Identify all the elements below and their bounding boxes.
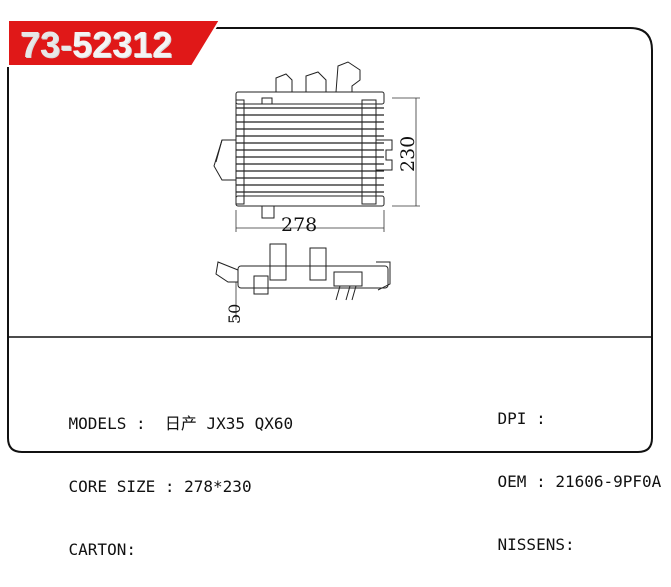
height-dimension: 230 bbox=[397, 135, 419, 172]
sheet-frame bbox=[7, 27, 653, 453]
oem-label: OEM : bbox=[497, 472, 546, 491]
cooler-drawing bbox=[213, 61, 420, 320]
specs-right: DPI : OEM : 21606-9PF0A NISSENS: bbox=[459, 343, 662, 554]
width-dimension: 278 bbox=[281, 214, 318, 236]
core-size-value: 278*230 bbox=[184, 477, 252, 496]
core-fins bbox=[236, 107, 384, 193]
dimension-lines bbox=[235, 97, 420, 320]
specs-left: MODELS : 日产 JX35 QX60 CORE SIZE : 278*23… bbox=[30, 348, 294, 559]
part-number-prefix: 73- bbox=[20, 24, 73, 65]
carton-row: CARTON: bbox=[30, 512, 293, 559]
core-size-row: CORE SIZE : 278*230 bbox=[30, 449, 293, 496]
nissens-row: NISSENS: bbox=[459, 507, 661, 554]
models-label: MODELS : bbox=[68, 414, 146, 433]
nissens-label: NISSENS: bbox=[497, 535, 575, 554]
part-number: 73-52312 bbox=[20, 24, 172, 66]
oem-value: 21606-9PF0A bbox=[555, 472, 662, 491]
models-row: MODELS : 日产 JX35 QX60 bbox=[30, 386, 294, 433]
part-number-badge bbox=[7, 19, 222, 67]
dpi-label: DPI : bbox=[497, 409, 546, 428]
dpi-row: DPI : bbox=[459, 381, 661, 428]
models-value: 日产 JX35 QX60 bbox=[164, 414, 294, 433]
part-number-suffix: 52312 bbox=[72, 24, 173, 65]
side-view bbox=[215, 243, 391, 301]
depth-dimension: 50 bbox=[225, 303, 244, 324]
core-size-label: CORE SIZE : bbox=[68, 477, 175, 496]
front-view bbox=[213, 61, 393, 219]
oem-row: OEM : 21606-9PF0A bbox=[459, 444, 662, 491]
carton-label: CARTON: bbox=[68, 540, 136, 559]
